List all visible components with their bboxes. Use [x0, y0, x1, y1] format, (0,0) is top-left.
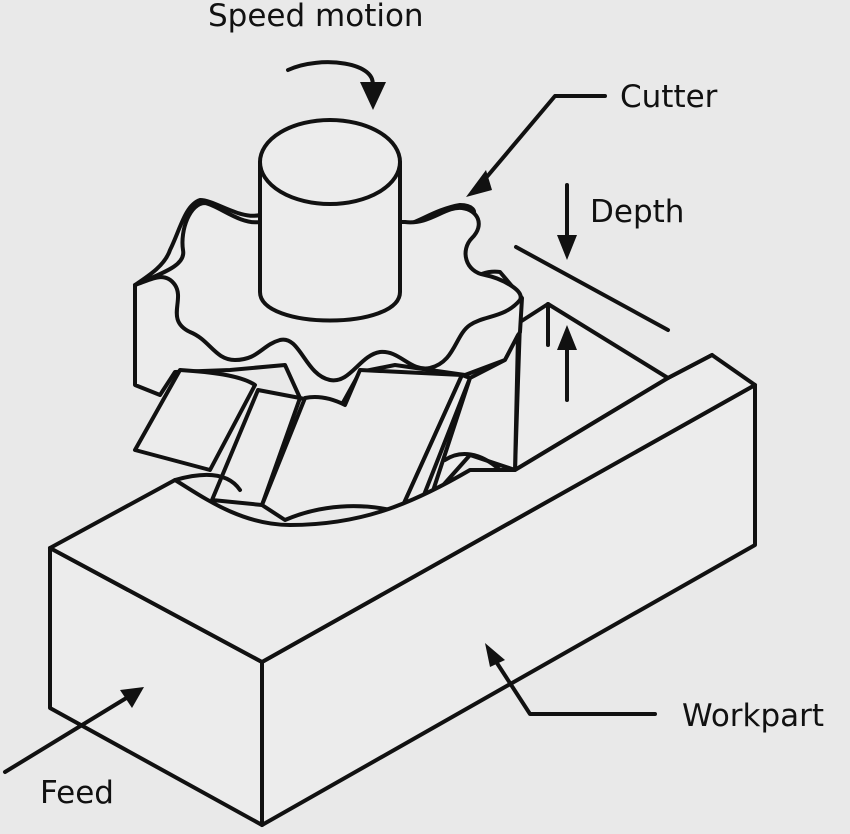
speed-motion-label: Speed motion [208, 0, 424, 34]
cutter-label: Cutter [620, 79, 718, 115]
cutter-shaft [258, 118, 402, 323]
speed-motion-arrow [286, 60, 386, 110]
workpart-label: Workpart [682, 698, 824, 734]
depth-indicator [514, 183, 670, 402]
workpart-leader-arrow [485, 643, 657, 716]
feed-label: Feed [40, 775, 114, 811]
workpart-block [48, 353, 757, 827]
feed-arrow [3, 687, 144, 774]
depth-label: Depth [590, 194, 684, 230]
cutter-leader-arrow [466, 94, 607, 197]
